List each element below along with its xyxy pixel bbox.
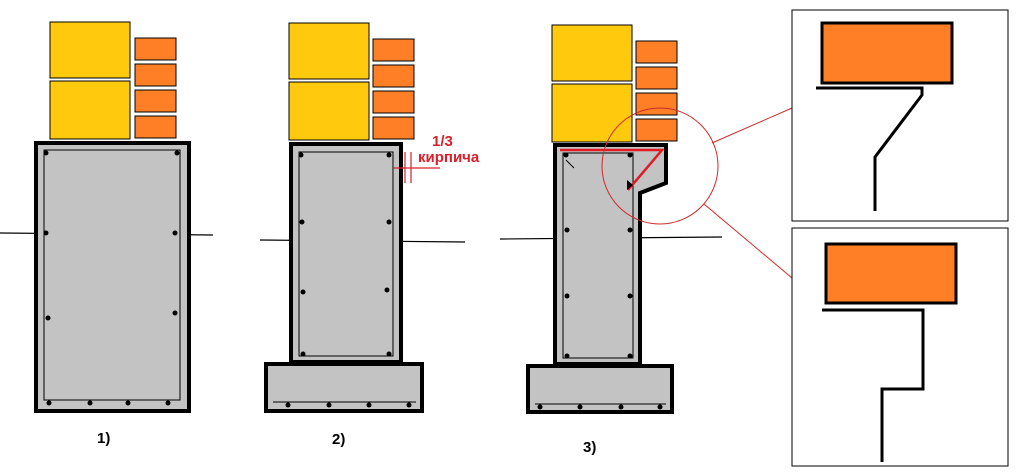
zoom-leader-top [711,107,793,144]
yellow-block [49,80,131,140]
orange-brick [372,90,415,114]
footing-slab [264,362,424,413]
orange-brick [635,118,678,142]
orange-brick [134,89,177,113]
detail-panel-top [791,9,1009,222]
orange-brick [635,40,678,64]
figure-label-3: 3) [583,439,596,456]
rebar-dots [563,152,633,359]
orange-brick [134,115,177,139]
orange-brick [824,242,958,305]
annotation-word: кирпича [418,149,480,166]
detail-panel-bottom [791,227,1009,467]
figure-label-2: 2) [332,431,345,448]
rebar-cage [562,152,634,359]
figure-1: 1) [0,21,214,447]
concrete-foundation [34,141,191,413]
orange-brick [635,66,678,90]
orange-brick [635,92,678,116]
yellow-block [551,24,633,82]
chamfered-wall-profile [816,86,924,211]
orange-brick [372,116,415,140]
figure-2: 1/3 кирпича 2) [259,22,480,448]
figure-3: 3) [499,24,793,456]
orange-brick [134,63,177,87]
orange-brick [134,37,177,61]
orange-brick [372,64,415,88]
rebar-dots [537,404,663,410]
rebar-dots [298,152,392,357]
yellow-block [288,22,370,80]
yellow-block [551,83,633,143]
rebar-cage [298,151,394,357]
foundation-wall [289,142,403,364]
red-corbel-triangle [560,148,665,191]
zoom-circle [601,107,719,225]
yellow-block [288,81,370,141]
zoom-leader-bottom [703,203,793,279]
offset-annotation [393,152,440,183]
stepped-wall-profile [822,308,925,462]
figure-label-1: 1) [97,430,110,447]
stepped-foundation-wall [553,143,668,366]
yellow-block [49,21,131,79]
orange-brick [372,38,415,62]
annotation-fraction: 1/3 [432,133,453,150]
rebar-cage [43,149,181,401]
rebar-dots [43,150,180,406]
rebar-dots [285,402,412,408]
red-tick [565,159,575,169]
arrowhead-marker [627,180,633,190]
orange-brick [820,21,954,85]
footing-slab [526,364,674,414]
